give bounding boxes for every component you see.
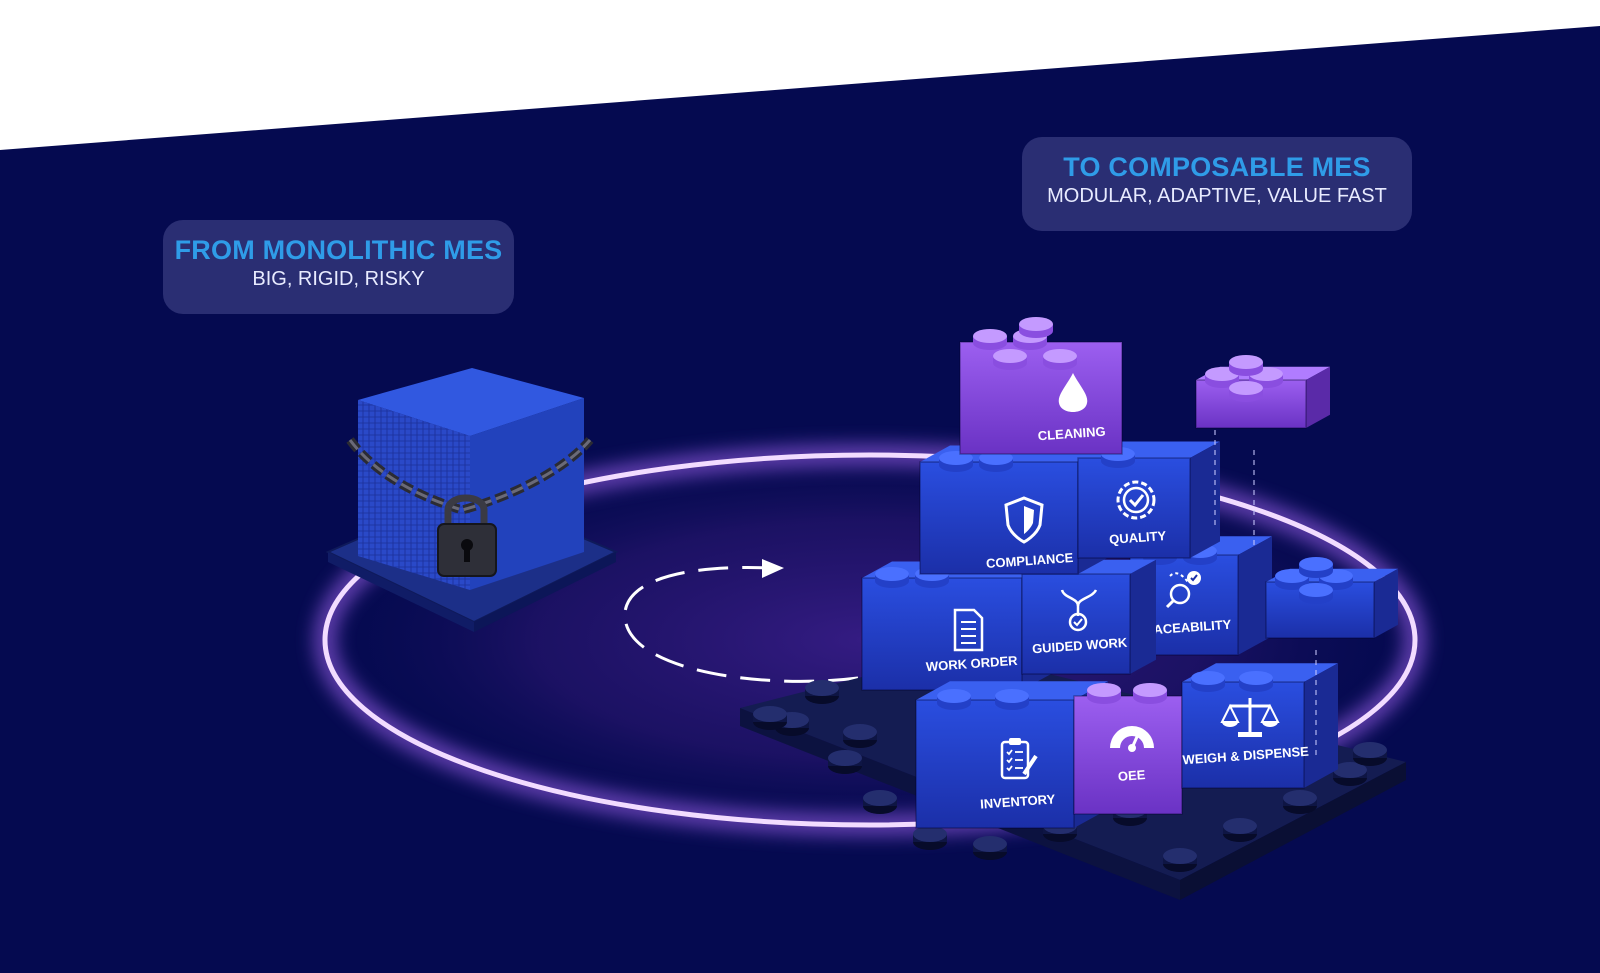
plate-stud — [1283, 790, 1317, 814]
plate-stud — [973, 836, 1007, 860]
plate-stud — [753, 706, 787, 730]
plate-stud — [1223, 818, 1257, 842]
from-monolithic-label: FROM MONOLITHIC MES BIG, RIGID, RISKY — [163, 220, 514, 314]
inventory-clipboard-icon — [1000, 738, 1038, 780]
brick-label-quality: QUALITY — [1109, 528, 1167, 547]
brick-quality: QUALITY — [1077, 441, 1220, 559]
shield-icon — [1004, 496, 1044, 544]
brick-weigh-dispense: WEIGH & DISPENSE — [1181, 663, 1338, 789]
quality-badge-icon — [1116, 480, 1156, 520]
plate-stud — [1333, 762, 1367, 786]
plate-stud — [828, 750, 862, 774]
plate-stud — [805, 680, 839, 704]
brick-label-traceability: TRACEABILITY — [1136, 617, 1232, 639]
brick-label-work_order: WORK ORDER — [925, 653, 1018, 674]
brick-cleaning: CLEANING — [959, 317, 1123, 455]
guided-work-branch-icon — [1060, 589, 1098, 632]
plate-stud — [1163, 848, 1197, 872]
brick-label-oee: OEE — [1117, 767, 1146, 784]
plate-stud — [843, 724, 877, 748]
from-subtitle: BIG, RIGID, RISKY — [252, 268, 425, 290]
padlock-icon — [437, 494, 497, 577]
to-composable-label: TO COMPOSABLE MES MODULAR, ADAPTIVE, VAL… — [1022, 137, 1412, 231]
floating-brick-purple — [1195, 355, 1330, 429]
plate-stud — [863, 790, 897, 814]
plate-stud — [1353, 742, 1387, 766]
from-title: FROM MONOLITHIC MES — [174, 235, 503, 265]
oee-gauge-icon — [1110, 726, 1154, 752]
water-drop-icon — [1058, 373, 1088, 412]
glow-ring — [322, 452, 1418, 828]
brick-label-guided_work: GUIDED WORK — [1032, 635, 1129, 657]
brick-oee: OEE — [1073, 683, 1183, 815]
transition-arrow — [623, 559, 859, 683]
traceability-search-icon — [1165, 571, 1201, 609]
brick-label-cleaning: CLEANING — [1037, 424, 1106, 444]
brick-inventory: INVENTORY — [915, 681, 1108, 829]
floating-brick-guides — [1214, 430, 1317, 760]
brick-label-inventory: INVENTORY — [980, 791, 1056, 811]
to-title: TO COMPOSABLE MES — [1063, 152, 1371, 182]
brick-label-compliance: COMPLIANCE — [986, 550, 1075, 571]
balance-scale-icon — [1220, 698, 1280, 737]
document-icon — [953, 608, 984, 652]
plate-stud — [913, 826, 947, 850]
to-subtitle: MODULAR, ADAPTIVE, VALUE FAST — [1047, 185, 1387, 207]
floating-brick-blue — [1265, 557, 1398, 639]
brick-guided-work: GUIDED WORK — [1021, 559, 1156, 675]
monolithic-cube — [325, 368, 619, 632]
